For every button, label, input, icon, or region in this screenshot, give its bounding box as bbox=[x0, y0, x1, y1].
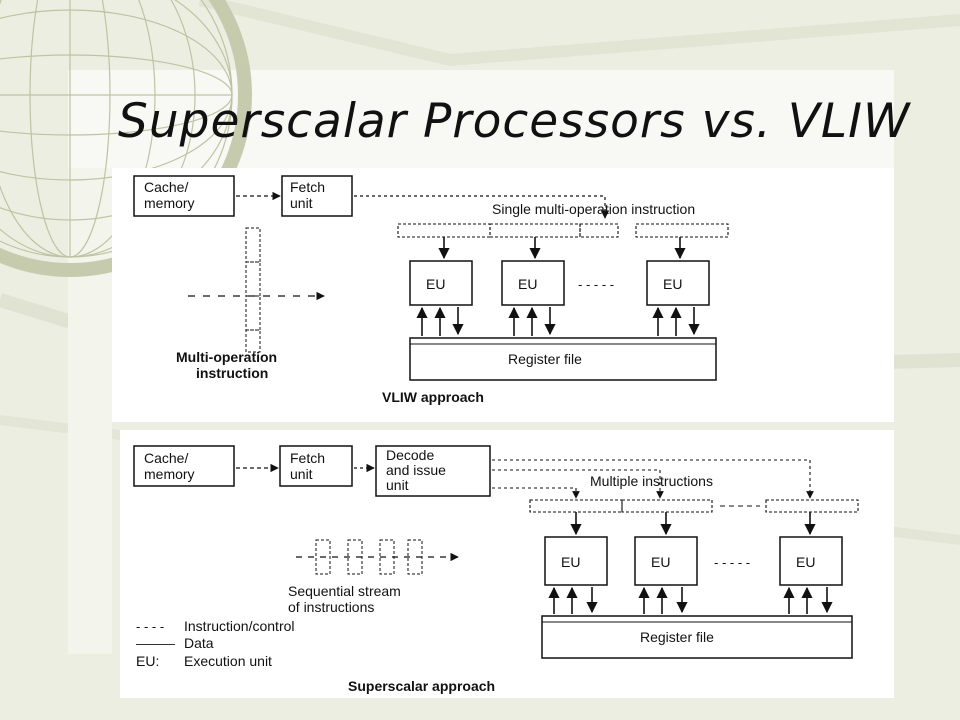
vliw-eu-2-box bbox=[501, 260, 565, 306]
legend-instruction-text: Instruction/control bbox=[184, 618, 295, 634]
vliw-cache-memory-box bbox=[133, 175, 235, 217]
vliw-eu-3-box bbox=[646, 260, 710, 306]
vliw-multi-op-stack bbox=[245, 227, 261, 353]
ss-cache-memory-box bbox=[133, 445, 235, 487]
title-backdrop bbox=[68, 70, 894, 168]
ss-fetch-unit-box bbox=[279, 445, 353, 487]
ss-eu-3-box bbox=[779, 536, 843, 586]
ss-multiple-instructions-label: Multiple instructions bbox=[590, 473, 713, 489]
vliw-register-file-box bbox=[409, 337, 717, 381]
ss-decode-label-1: Decode bbox=[386, 447, 434, 463]
vliw-caption: VLIW approach bbox=[382, 389, 484, 405]
left-backdrop bbox=[68, 168, 112, 654]
vliw-diagram: Cache/ memory Fetch unit Single multi-op… bbox=[133, 175, 729, 405]
legend-eu-text: Execution unit bbox=[184, 653, 272, 669]
vliw-eu-3-label: EU bbox=[663, 276, 682, 292]
vliw-fetch-unit-box bbox=[281, 175, 353, 217]
legend-data-key: ——— bbox=[136, 636, 175, 651]
ss-decode-label-3: unit bbox=[386, 477, 409, 493]
vliw-eu-1-box bbox=[409, 260, 473, 306]
vliw-eu-1-label: EU bbox=[426, 276, 445, 292]
ss-cache-label-2: memory bbox=[144, 466, 195, 482]
ss-fetch-label-2: unit bbox=[290, 466, 313, 482]
legend-eu-key: EU: bbox=[136, 653, 159, 669]
vliw-data-arrows bbox=[416, 306, 700, 336]
legend-instruction-key: - - - - bbox=[136, 619, 164, 634]
vliw-multi-op-label-1: Multi-operation bbox=[176, 349, 277, 365]
vliw-cache-label-1: Cache/ bbox=[144, 179, 188, 195]
ss-stream-label-1: Sequential stream bbox=[288, 583, 401, 599]
ss-decode-issue-box bbox=[375, 445, 491, 497]
ss-decode-label-2: and issue bbox=[386, 462, 446, 478]
legend-data-text: Data bbox=[184, 635, 214, 651]
ss-caption: Superscalar approach bbox=[348, 678, 495, 694]
vliw-multi-op-label-2: instruction bbox=[196, 365, 268, 381]
ss-data-arrows bbox=[548, 586, 833, 614]
vliw-diagram-panel: Cache/ memory Fetch unit Single multi-op… bbox=[112, 168, 894, 422]
vliw-single-instruction-label: Single multi-operation instruction bbox=[492, 201, 695, 217]
vliw-fetch-to-instruction-arrow bbox=[354, 195, 610, 219]
vliw-fetch-label-1: Fetch bbox=[290, 179, 325, 195]
ss-cache-label-1: Cache/ bbox=[144, 450, 188, 466]
ss-eu-3-label: EU bbox=[796, 554, 815, 570]
ss-stream-label-2: of instructions bbox=[288, 599, 374, 615]
ss-instruction-slots bbox=[529, 499, 859, 513]
superscalar-diagram-panel: Cache/ memory Fetch unit Decode and issu… bbox=[120, 430, 894, 698]
vliw-cache-label-2: memory bbox=[144, 195, 195, 211]
ss-eu-1-label: EU bbox=[561, 554, 580, 570]
ss-fetch-label-1: Fetch bbox=[290, 450, 325, 466]
slide-title: Superscalar Processors vs. VLIW bbox=[118, 94, 911, 149]
superscalar-diagram: Cache/ memory Fetch unit Decode and issu… bbox=[133, 445, 859, 694]
ss-register-file-label: Register file bbox=[640, 629, 714, 645]
vliw-register-file-label: Register file bbox=[508, 351, 582, 367]
vliw-eu-ellipsis: - - - - - bbox=[578, 277, 614, 292]
ss-register-file-box bbox=[541, 615, 853, 659]
ss-eu-2-box bbox=[634, 536, 698, 586]
vliw-fetch-label-2: unit bbox=[290, 195, 313, 211]
vliw-instruction-word bbox=[397, 223, 729, 238]
ss-control-lines bbox=[492, 459, 814, 499]
wireframe-globe bbox=[0, 0, 252, 277]
ss-eu-ellipsis: - - - - - bbox=[714, 555, 750, 570]
vliw-eu-2-label: EU bbox=[518, 276, 537, 292]
ss-eu-1-box bbox=[544, 536, 608, 586]
ss-eu-2-label: EU bbox=[651, 554, 670, 570]
